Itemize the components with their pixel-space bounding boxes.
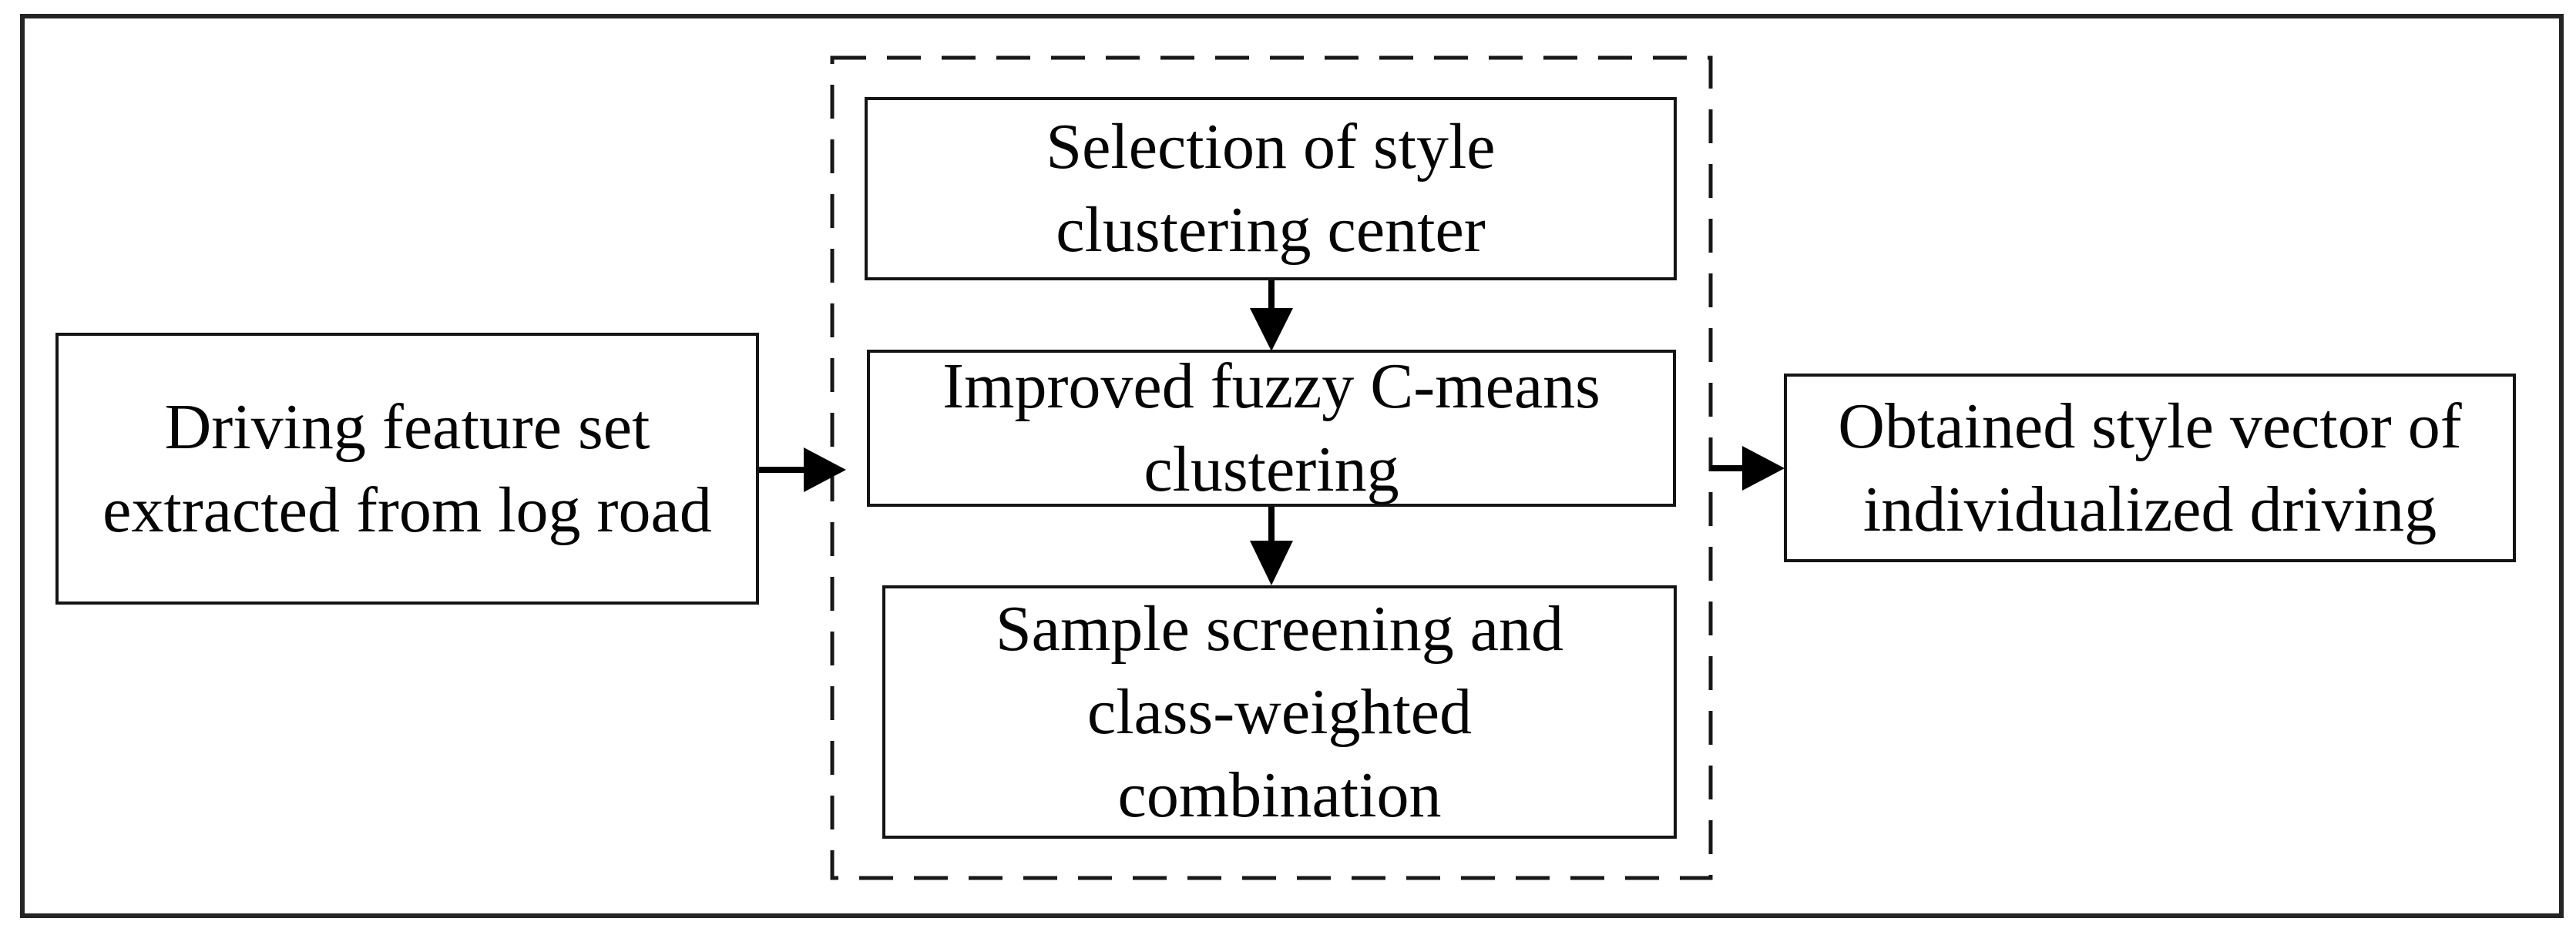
- arrow-head-down-icon: [1250, 541, 1293, 585]
- node-output-style-vector: Obtained style vector of individualized …: [1784, 374, 2516, 562]
- node-step3-label: Sample screening and class-weighted comb…: [995, 592, 1564, 831]
- node-step2-label: Improved fuzzy C-means clustering: [942, 350, 1600, 505]
- figure-border-frame: [20, 14, 2564, 918]
- arrow-head-right-icon: [1742, 446, 1785, 491]
- node-step-selection-clustering-center: Selection of style clustering center: [865, 97, 1677, 280]
- arrow-shaft: [759, 467, 807, 473]
- node-input-label: Driving feature set extracted from log r…: [102, 390, 712, 546]
- arrow-head-down-icon: [1250, 308, 1293, 351]
- arrow-shaft: [1268, 280, 1275, 310]
- node-output-label: Obtained style vector of individualized …: [1838, 390, 2462, 545]
- arrow-shaft: [1268, 507, 1275, 541]
- node-step1-label: Selection of style clustering center: [1046, 111, 1496, 266]
- arrow-shaft: [1711, 465, 1745, 471]
- node-step-sample-screening-combination: Sample screening and class-weighted comb…: [882, 585, 1677, 839]
- node-input-driving-feature-set: Driving feature set extracted from log r…: [55, 333, 759, 605]
- arrow-head-right-icon: [804, 447, 846, 492]
- node-step-fuzzy-cmeans-clustering: Improved fuzzy C-means clustering: [867, 350, 1676, 507]
